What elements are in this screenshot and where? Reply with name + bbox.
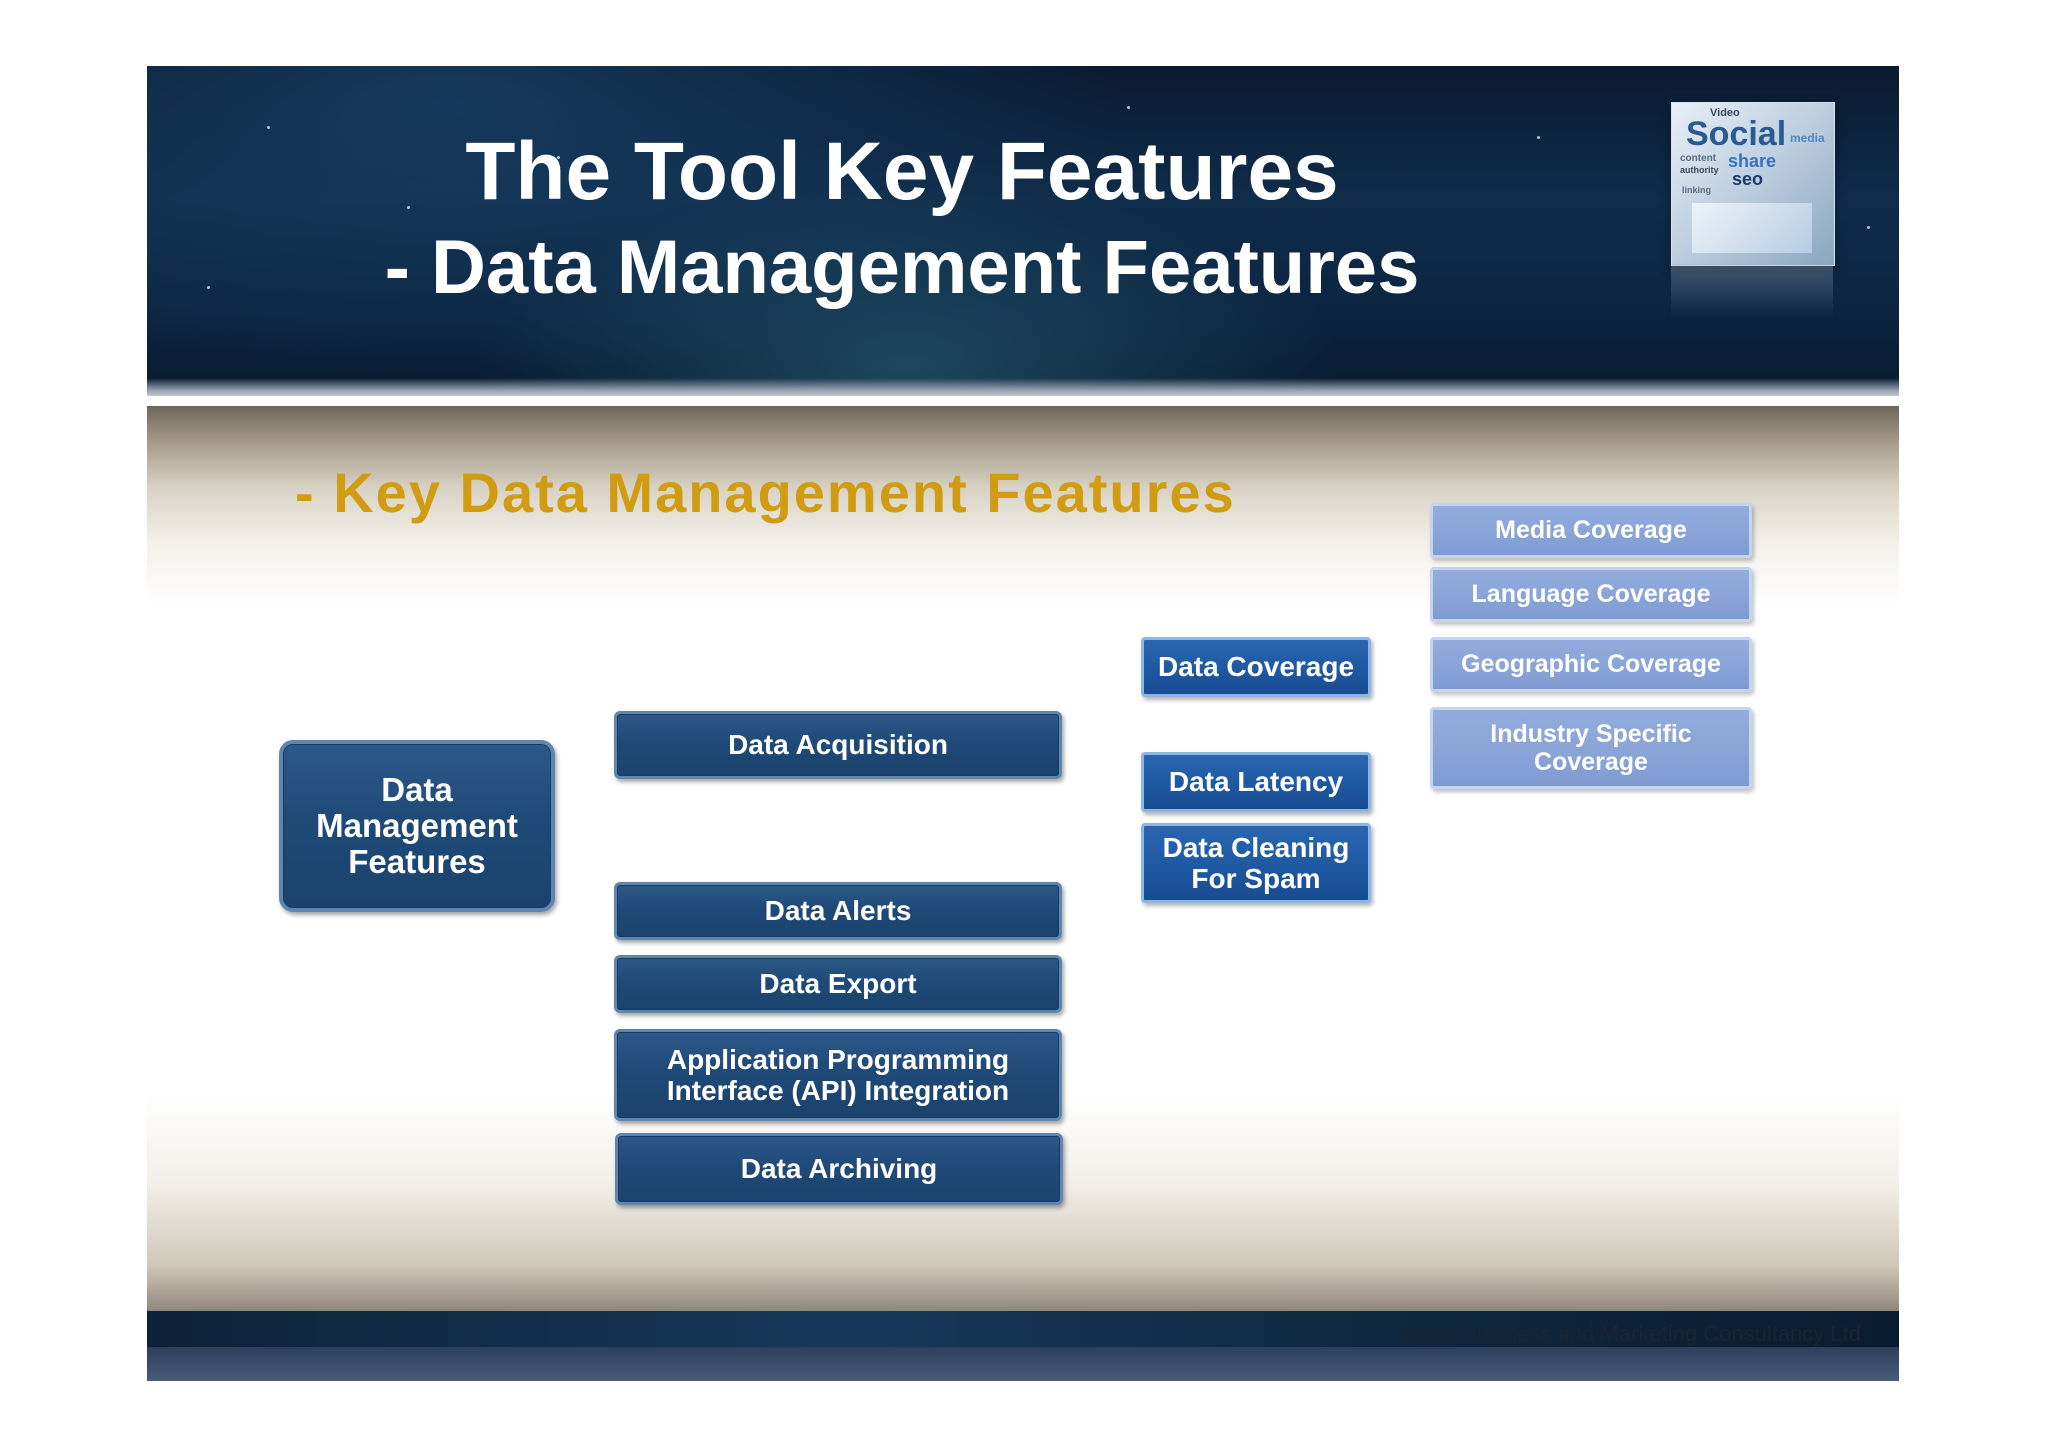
cube-word: share — [1728, 151, 1777, 171]
star-decoration — [1867, 226, 1870, 229]
cube-word: content — [1680, 153, 1717, 164]
footer-band — [147, 1311, 1899, 1347]
star-decoration — [1327, 186, 1330, 189]
node-label-line: Data Export — [759, 968, 917, 999]
node-language-coverage: Language Coverage — [1430, 567, 1752, 622]
node-label-line: Management — [316, 807, 518, 844]
node-label-line: Geographic Coverage — [1461, 650, 1721, 678]
cube-reflection — [1671, 264, 1833, 318]
star-decoration — [267, 126, 270, 129]
cube-word: Video — [1710, 107, 1740, 119]
section-heading: - Key Data Management Features — [295, 461, 1236, 524]
node-data-archiving: Data Archiving — [615, 1133, 1063, 1205]
node-label-line: Data Alerts — [764, 895, 912, 926]
node-label-line: Features — [348, 843, 486, 880]
node-label-line: Data Cleaning — [1162, 832, 1350, 863]
node-data-alerts: Data Alerts — [614, 882, 1062, 940]
star-decoration — [207, 286, 210, 289]
node-label-line: Media Coverage — [1495, 516, 1687, 544]
root-node-label: Data Management Features — [316, 772, 518, 880]
root-node-box: Data Management Features — [279, 740, 555, 912]
slide-header: The Tool Key Features - Data Management … — [147, 66, 1899, 396]
cube-word: seo — [1732, 169, 1764, 189]
star-decoration — [1127, 106, 1130, 109]
node-label-line: For Spam — [1191, 863, 1321, 894]
node-data-acquisition: Data Acquisition — [614, 711, 1062, 779]
node-label-line: Data Acquisition — [728, 729, 948, 760]
node-label-line: Coverage — [1534, 748, 1648, 776]
node-data-coverage: Data Coverage — [1141, 637, 1371, 697]
slide-title: The Tool Key Features — [465, 126, 1339, 217]
cube-word: Social — [1686, 115, 1787, 153]
node-industry-specific-coverage: Industry Specific Coverage — [1430, 707, 1752, 789]
slide-footer — [147, 1311, 1899, 1381]
node-data-export: Data Export — [614, 955, 1062, 1013]
slide-title-subheading: - Data Management Features — [384, 225, 1420, 310]
footer-company-name: Ideya Business and Marketing Consultancy… — [1402, 1321, 1861, 1346]
node-label-line: Interface (API) Integration — [666, 1075, 1010, 1106]
node-label-line: Data Archiving — [740, 1153, 938, 1184]
node-label-line: Data — [381, 771, 453, 808]
node-geographic-coverage: Geographic Coverage — [1430, 637, 1752, 692]
node-api-integration: Application Programming Interface (API) … — [614, 1029, 1062, 1121]
cube-word: authority — [1680, 165, 1719, 175]
cube-hand-screen-graphic — [1692, 203, 1812, 253]
cube-word: linking — [1682, 185, 1711, 195]
slide: The Tool Key Features - Data Management … — [147, 66, 1899, 1381]
node-label-line: Data Latency — [1168, 766, 1344, 797]
node-label: Application Programming Interface (API) … — [667, 1044, 1009, 1106]
node-label-line: Industry Specific — [1490, 720, 1692, 748]
node-label: Industry Specific Coverage — [1490, 720, 1691, 776]
node-label: Data Cleaning For Spam — [1163, 832, 1350, 894]
cube-word: media — [1790, 131, 1825, 145]
node-label-line: Language Coverage — [1471, 580, 1711, 608]
star-decoration — [407, 206, 410, 209]
social-media-cube-image: Video Social media content share authori… — [1671, 102, 1835, 266]
node-data-cleaning: Data Cleaning For Spam — [1141, 823, 1371, 903]
node-data-latency: Data Latency — [1141, 752, 1371, 812]
star-decoration — [557, 156, 560, 159]
node-label-line: Application Programming — [666, 1044, 1010, 1075]
node-media-coverage: Media Coverage — [1430, 503, 1752, 558]
node-label-line: Data Coverage — [1157, 651, 1355, 682]
star-decoration — [1537, 136, 1540, 139]
